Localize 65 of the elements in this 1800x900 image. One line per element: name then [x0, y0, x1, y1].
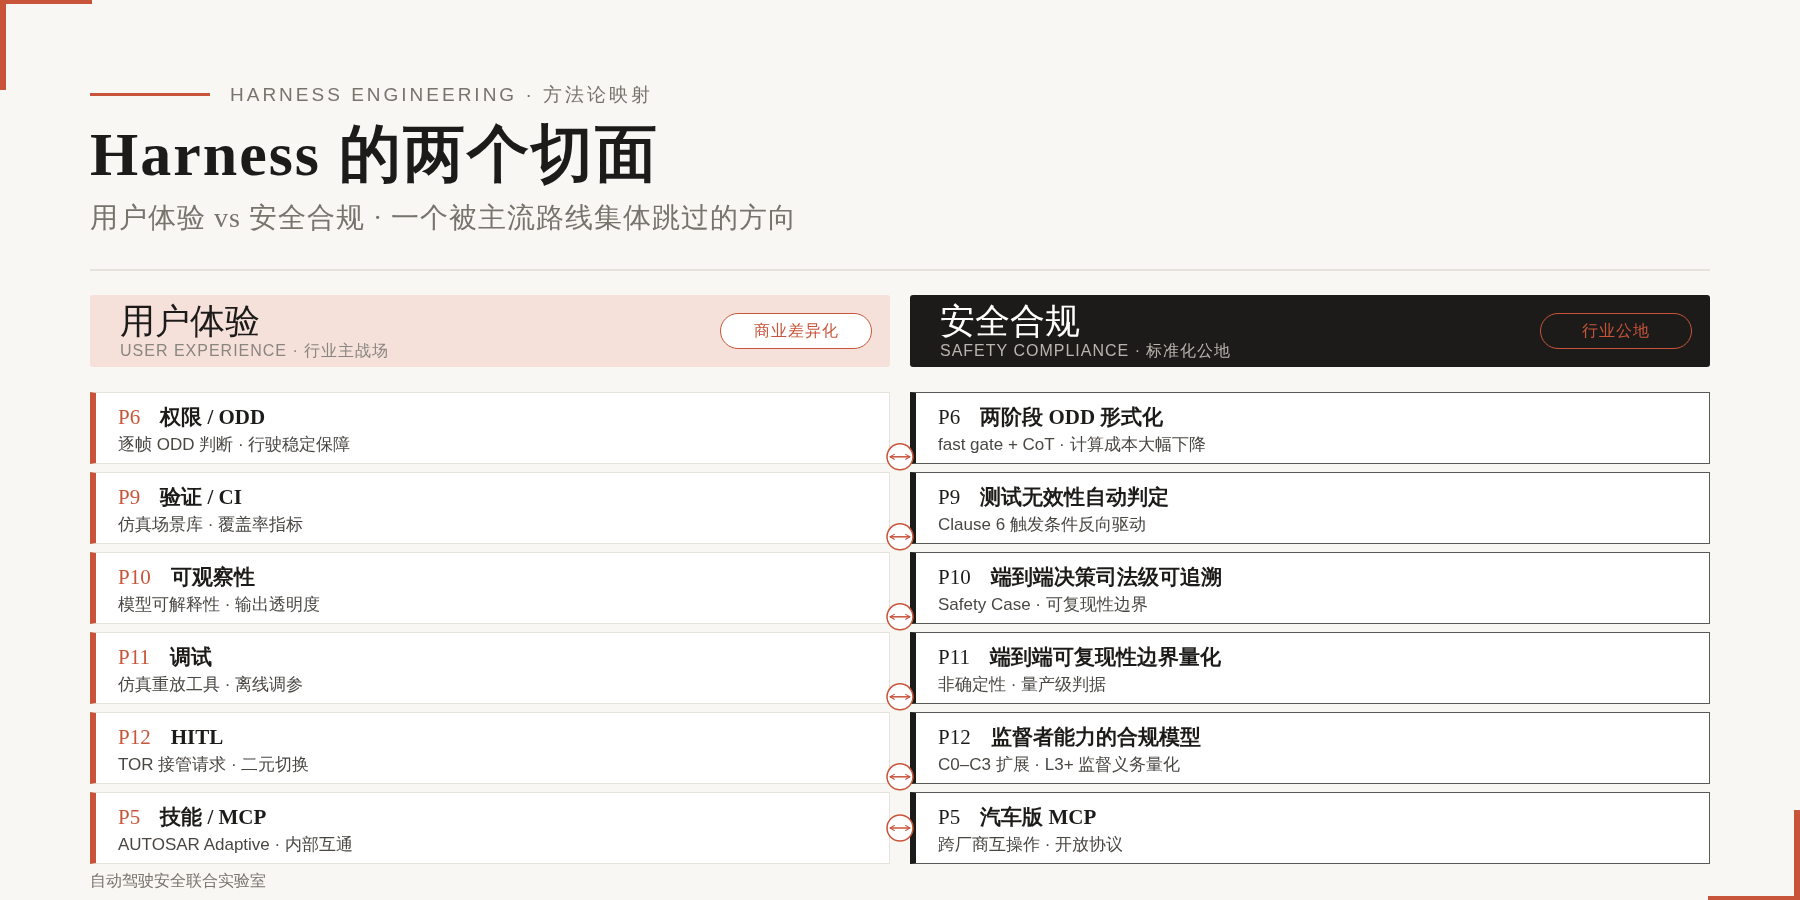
- list-card: [90, 712, 890, 784]
- double-arrow: [889, 533, 911, 541]
- item-code: P9: [118, 484, 141, 511]
- list-card: [910, 712, 1710, 784]
- item-title: 技能 / MCP: [160, 804, 267, 831]
- list-card: [90, 632, 890, 704]
- item-code: P12: [118, 724, 151, 751]
- item-description: Safety Case · 可复现性边界: [938, 594, 1148, 616]
- item-title: 权限 / ODD: [160, 404, 266, 431]
- column-subtitle: USER EXPERIENCE · 行业主战场: [120, 341, 390, 361]
- item-code: P10: [118, 564, 151, 591]
- item-title: 端到端可复现性边界量化: [989, 644, 1221, 671]
- list-card: [910, 392, 1710, 464]
- item-description: 跨厂商互操作 · 开放协议: [938, 834, 1124, 856]
- double-arrow: [889, 824, 911, 832]
- item-description: 非确定性 · 量产级判据: [938, 674, 1107, 696]
- category-tag: 商业差异化: [720, 313, 872, 349]
- list-card: [910, 472, 1710, 544]
- item-title: 可观察性: [170, 564, 255, 591]
- item-code: P6: [938, 404, 961, 431]
- item-description: C0–C3 扩展 · L3+ 监督义务量化: [938, 754, 1181, 776]
- item-code: P5: [938, 804, 961, 831]
- item-code: P5: [118, 804, 141, 831]
- list-card: [90, 792, 890, 864]
- double-arrow: [889, 693, 911, 701]
- column-header: [910, 295, 1710, 367]
- column-title: 用户体验: [120, 301, 260, 343]
- list-card: [90, 472, 890, 544]
- list-card: [90, 392, 890, 464]
- double-arrow: [889, 453, 911, 461]
- item-code: P11: [118, 644, 150, 671]
- item-description: 模型可解释性 · 输出透明度: [118, 594, 321, 616]
- item-code: P10: [938, 564, 971, 591]
- item-title: 调试: [169, 644, 212, 671]
- item-description: 仿真场景库 · 覆盖率指标: [118, 514, 304, 536]
- item-code: P12: [938, 724, 971, 751]
- footer-text: 自动驾驶安全联合实验室: [90, 871, 266, 891]
- kicker-text: HARNESS ENGINEERING · 方法论映射: [230, 83, 654, 107]
- subtitle-text: 用户体验 vs 安全合规 · 一个被主流路线集体跳过的方向: [90, 201, 798, 235]
- item-description: 逐帧 ODD 判断 · 行驶稳定保障: [118, 434, 351, 456]
- item-title: 端到端决策司法级可追溯: [990, 564, 1222, 591]
- item-title: 测试无效性自动判定: [980, 484, 1170, 511]
- column-subtitle: SAFETY COMPLIANCE · 标准化公地: [940, 341, 1232, 361]
- item-code: P9: [938, 484, 961, 511]
- item-title: HITL: [170, 724, 224, 751]
- item-title: 监督者能力的合规模型: [990, 724, 1201, 751]
- item-description: AUTOSAR Adaptive · 内部互通: [118, 834, 353, 856]
- double-arrow: [889, 773, 911, 781]
- item-description: TOR 接管请求 · 二元切换: [118, 754, 310, 776]
- column-header: [90, 295, 890, 367]
- list-card: [910, 632, 1710, 704]
- page-title: Harness 的两个切面: [90, 119, 659, 190]
- item-description: Clause 6 触发条件反向驱动: [938, 514, 1146, 536]
- item-description: fast gate + CoT · 计算成本大幅下降: [938, 434, 1206, 456]
- item-description: 仿真重放工具 · 离线调参: [118, 674, 304, 696]
- item-title: 验证 / CI: [160, 484, 242, 511]
- item-title: 汽车版 MCP: [980, 804, 1097, 831]
- column-title: 安全合规: [940, 301, 1080, 343]
- item-code: P6: [118, 404, 141, 431]
- item-title: 两阶段 ODD 形式化: [980, 404, 1164, 431]
- item-code: P11: [938, 644, 970, 671]
- list-card: [910, 792, 1710, 864]
- double-arrow: [889, 613, 911, 621]
- list-card: [90, 552, 890, 624]
- list-card: [910, 552, 1710, 624]
